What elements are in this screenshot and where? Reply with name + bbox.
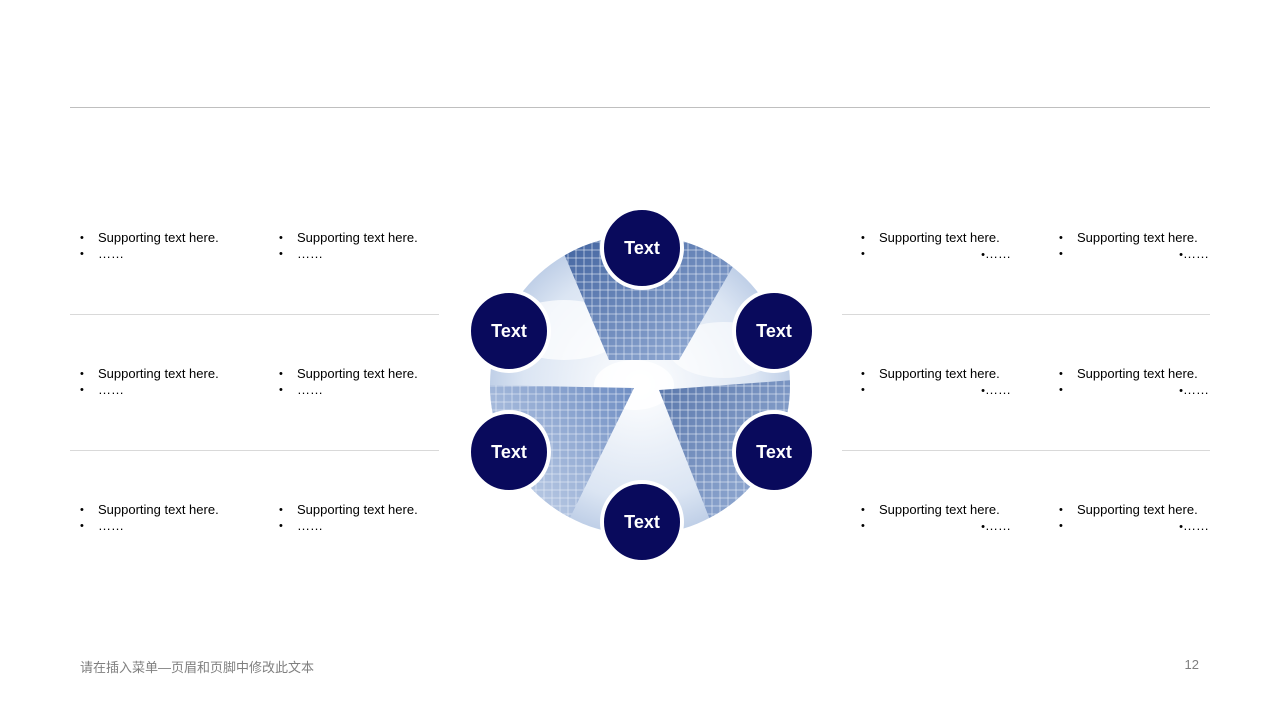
top-rule bbox=[70, 107, 1210, 108]
bullet-line: Supporting text here. bbox=[80, 366, 250, 382]
left-text-block-3: Supporting text here. …… bbox=[80, 366, 250, 398]
bullet-line: •…… bbox=[1059, 246, 1209, 263]
right-text-block-2: Supporting text here. •…… bbox=[1059, 230, 1209, 263]
bullet-line: •…… bbox=[861, 382, 1011, 399]
bullet-line: •…… bbox=[1059, 382, 1209, 399]
right-text-block-4: Supporting text here. •…… bbox=[1059, 366, 1209, 399]
footer-text: 请在插入菜单—页眉和页脚中修改此文本 bbox=[80, 660, 315, 675]
bullet-line: …… bbox=[80, 382, 250, 398]
left-text-block-1: Supporting text here. …… bbox=[80, 230, 250, 262]
bullet-line: Supporting text here. bbox=[1059, 366, 1209, 382]
right-divider-2 bbox=[842, 450, 1210, 451]
hub-node-top: Text bbox=[600, 206, 684, 290]
hub-node-upper-left: Text bbox=[467, 289, 551, 373]
bullet-line: …… bbox=[279, 246, 449, 262]
bullet-line: •…… bbox=[1059, 518, 1209, 535]
bullet-line: •…… bbox=[861, 246, 1011, 263]
left-text-block-6: Supporting text here. …… bbox=[279, 502, 449, 534]
right-text-block-6: Supporting text here. •…… bbox=[1059, 502, 1209, 535]
right-text-block-5: Supporting text here. •…… bbox=[861, 502, 1011, 535]
left-text-block-4: Supporting text here. …… bbox=[279, 366, 449, 398]
hub-node-lower-left: Text bbox=[467, 410, 551, 494]
bullet-line: Supporting text here. bbox=[80, 230, 250, 246]
bullet-line: Supporting text here. bbox=[861, 502, 1011, 518]
bullet-line: Supporting text here. bbox=[1059, 230, 1209, 246]
right-text-block-3: Supporting text here. •…… bbox=[861, 366, 1011, 399]
bullet-line: …… bbox=[80, 246, 250, 262]
left-divider-1 bbox=[70, 314, 439, 315]
hub-node-lower-right: Text bbox=[732, 410, 816, 494]
right-divider-1 bbox=[842, 314, 1210, 315]
left-text-block-2: Supporting text here. …… bbox=[279, 230, 449, 262]
center-hub: Text Text Text Text Text Text bbox=[464, 206, 816, 564]
bullet-line: •…… bbox=[861, 518, 1011, 535]
left-text-block-5: Supporting text here. …… bbox=[80, 502, 250, 534]
page-number: 12 bbox=[1184, 657, 1199, 672]
bullet-line: Supporting text here. bbox=[80, 502, 250, 518]
bullet-line: …… bbox=[80, 518, 250, 534]
hub-node-bottom: Text bbox=[600, 480, 684, 564]
bullet-line: Supporting text here. bbox=[279, 502, 449, 518]
bullet-line: …… bbox=[279, 382, 449, 398]
right-text-block-1: Supporting text here. •…… bbox=[861, 230, 1011, 263]
bullet-line: Supporting text here. bbox=[279, 230, 449, 246]
bullet-line: Supporting text here. bbox=[279, 366, 449, 382]
bullet-line: Supporting text here. bbox=[861, 366, 1011, 382]
bullet-line: Supporting text here. bbox=[1059, 502, 1209, 518]
left-divider-2 bbox=[70, 450, 439, 451]
hub-node-upper-right: Text bbox=[732, 289, 816, 373]
bullet-line: …… bbox=[279, 518, 449, 534]
bullet-line: Supporting text here. bbox=[861, 230, 1011, 246]
